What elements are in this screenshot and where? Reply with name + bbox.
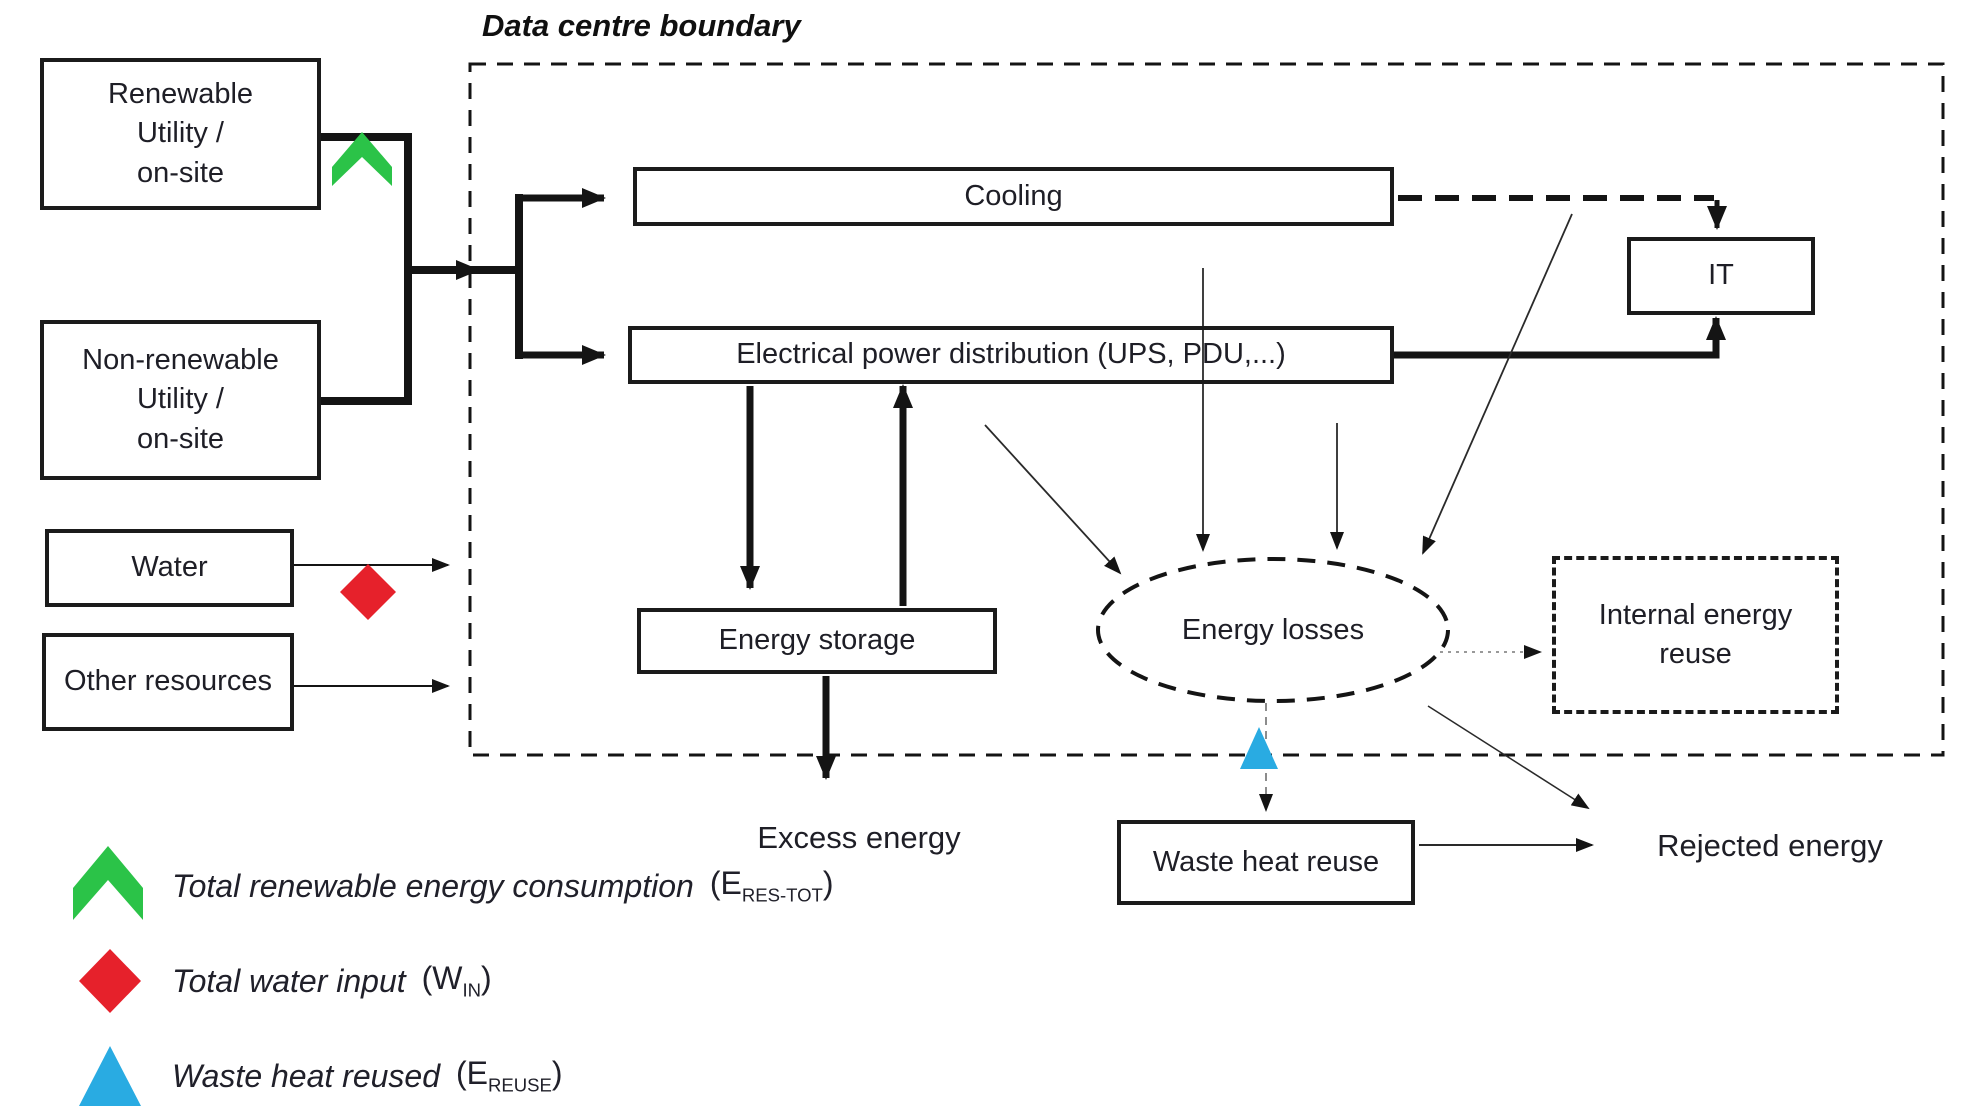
legend-label: Waste heat reused: [172, 1057, 441, 1094]
label-excess-energy: Excess energy: [757, 820, 961, 855]
losses-to-rejected-arrow: [1427, 705, 1590, 810]
node-internal-energy-reuse: Internal energy reuse: [1552, 556, 1839, 714]
diagram-title: Data centre boundary: [482, 8, 801, 43]
node-cooling: Cooling: [633, 167, 1394, 226]
non-renewable-supply-line: [321, 266, 412, 405]
node-it: IT: [1627, 237, 1815, 315]
node-energy-losses: Energy losses: [1181, 613, 1365, 646]
legend-red-diamond-icon: [79, 949, 141, 1013]
legend-label: Total water input: [172, 962, 406, 999]
energy-losses-ellipse: [1096, 557, 1450, 703]
node-electrical-distribution: Electrical power distribution (UPS, PDU,…: [628, 326, 1394, 384]
node-water: Water: [45, 529, 294, 607]
legend-symbol: (WIN): [421, 960, 492, 1001]
legend-item-water-input: Total water input (WIN): [172, 960, 492, 1001]
legend-green-chevron-icon: [73, 846, 143, 920]
data-centre-boundary: [468, 62, 1945, 757]
waste-heat-triangle-icon: [1240, 727, 1278, 769]
loss-arrow-it: [1422, 213, 1573, 555]
renewable-chevron-icon: [332, 132, 392, 186]
node-waste-heat-reuse: Waste heat reuse: [1117, 820, 1415, 905]
legend-blue-triangle-icon: [79, 1046, 141, 1106]
node-energy-storage: Energy storage: [637, 608, 997, 674]
legend-item-renewable-consumption: Total renewable energy consumption (ERES…: [172, 865, 834, 906]
renewable-supply-line: [321, 133, 412, 274]
electrical-to-it-arrow: [1394, 316, 1726, 359]
node-other-resources: Other resources: [42, 633, 294, 731]
label-rejected-energy: Rejected energy: [1657, 828, 1883, 863]
water-diamond-icon: [340, 564, 396, 620]
legend-symbol: (ERES-TOT): [709, 865, 834, 906]
legend-item-waste-heat-reused: Waste heat reused (EREUSE): [172, 1055, 563, 1096]
loss-arrow-electrical: [984, 424, 1122, 575]
node-renewable-utility: Renewable Utility / on-site: [40, 58, 321, 210]
legend-symbol: (EREUSE): [456, 1055, 563, 1096]
legend-label: Total renewable energy consumption: [172, 867, 694, 904]
node-non-renewable-utility: Non-renewable Utility / on-site: [40, 320, 321, 480]
